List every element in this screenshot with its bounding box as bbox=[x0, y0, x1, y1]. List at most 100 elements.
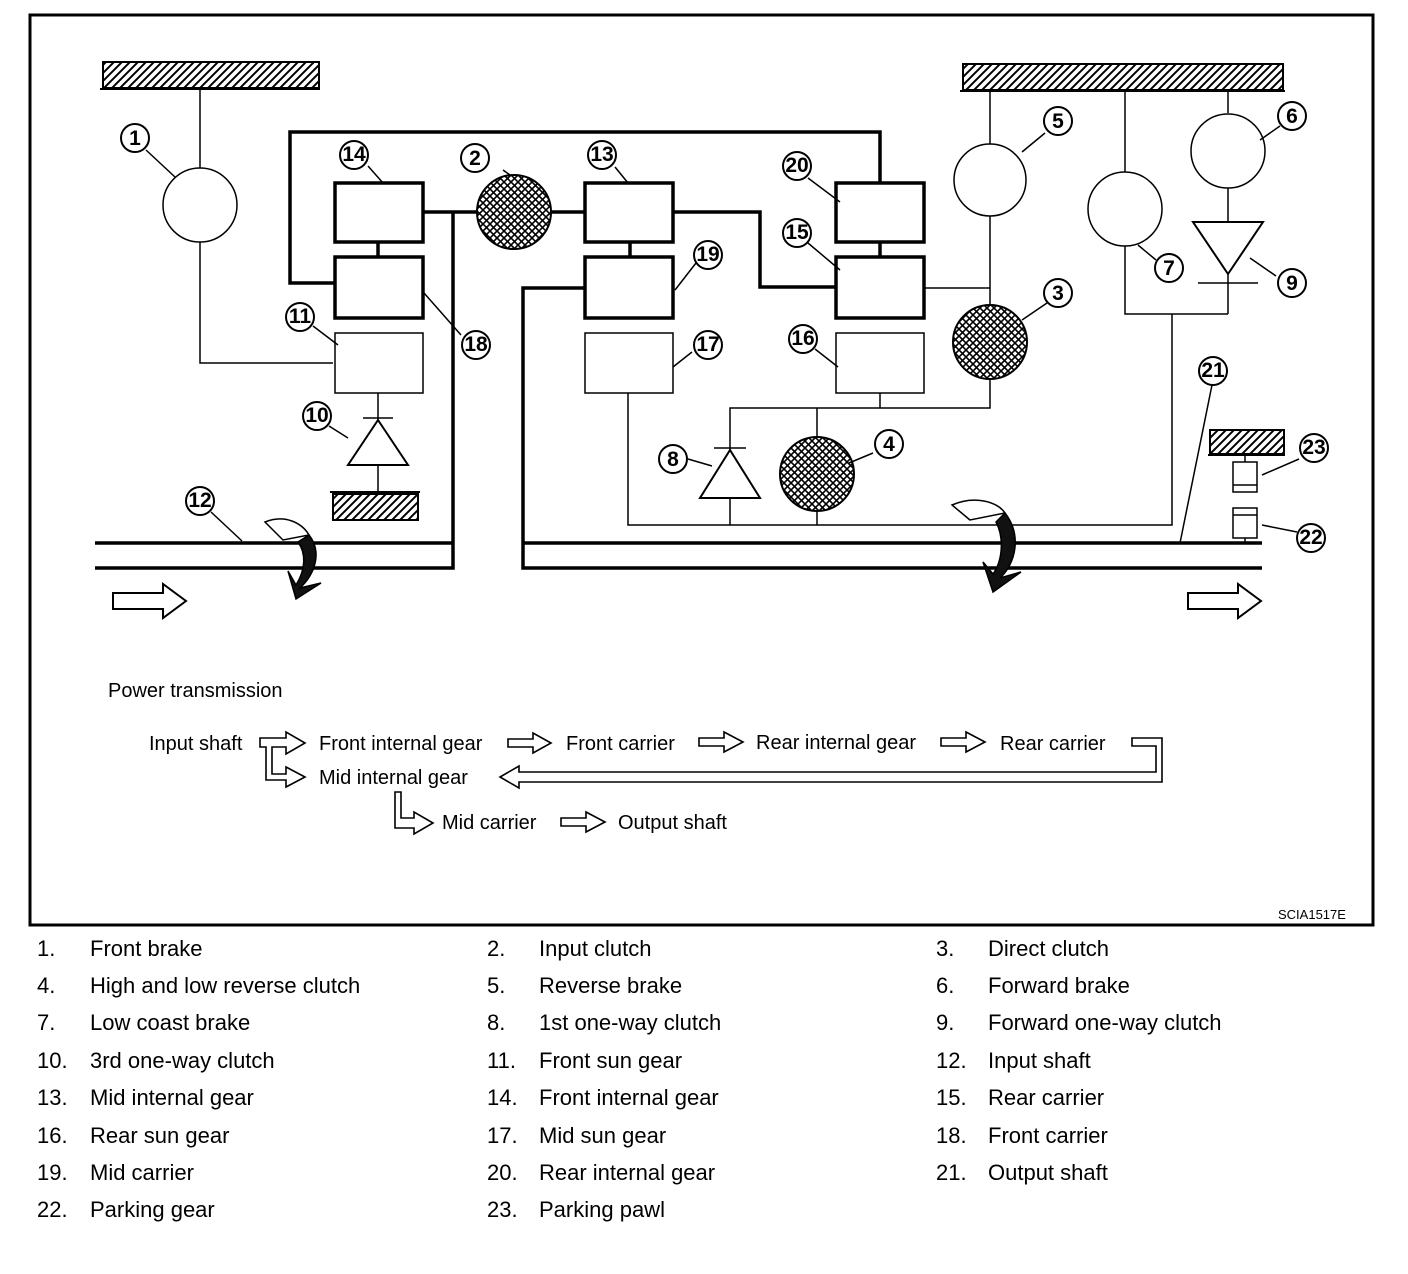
legend-number: 5. bbox=[487, 973, 506, 998]
rotation-arrow-output bbox=[950, 499, 1022, 594]
callout-number: 22 bbox=[1299, 526, 1322, 549]
forward-brake bbox=[1190, 113, 1266, 189]
output-shaft-lead bbox=[1179, 384, 1213, 544]
mid-sun-gear bbox=[584, 332, 674, 394]
legend-number: 14. bbox=[487, 1085, 518, 1110]
output-direction-arrow bbox=[1187, 582, 1263, 620]
callout-number: 9 bbox=[1286, 272, 1298, 295]
legend-label: Rear carrier bbox=[988, 1085, 1105, 1110]
parking-pawl bbox=[1232, 461, 1258, 493]
callout-number: 20 bbox=[785, 154, 808, 177]
flow-step-rear-internal-gear: Rear internal gear bbox=[756, 732, 916, 754]
input-clutch bbox=[476, 174, 552, 250]
callout-8: 8 bbox=[658, 444, 688, 474]
callout-15: 15 bbox=[782, 218, 812, 248]
front-brake bbox=[162, 167, 238, 243]
callout-number: 5 bbox=[1052, 110, 1064, 133]
legend-number: 22. bbox=[37, 1197, 68, 1222]
mid-internal-gear bbox=[583, 181, 675, 244]
legend-label: Output shaft bbox=[988, 1160, 1108, 1185]
callout-4: 4 bbox=[874, 429, 904, 459]
callout-number: 6 bbox=[1286, 105, 1298, 128]
callout-3: 3 bbox=[1043, 278, 1073, 308]
front-internal-gear bbox=[333, 181, 425, 244]
legend-number: 11. bbox=[487, 1048, 516, 1073]
callout-number: 17 bbox=[696, 333, 719, 356]
legend-label: Parking pawl bbox=[539, 1197, 665, 1222]
legend-number: 12. bbox=[936, 1048, 967, 1073]
legend-number: 7. bbox=[37, 1010, 56, 1035]
legend-number: 21. bbox=[936, 1160, 967, 1185]
legend-label: Front internal gear bbox=[539, 1085, 719, 1110]
callout-number: 13 bbox=[590, 143, 613, 166]
callout-16: 16 bbox=[788, 324, 818, 354]
legend-label: Rear internal gear bbox=[539, 1160, 716, 1185]
callout-19: 19 bbox=[693, 240, 723, 270]
callout-number: 4 bbox=[883, 433, 895, 456]
callout-number: 23 bbox=[1302, 436, 1325, 459]
callout-number: 1 bbox=[129, 127, 141, 150]
legend-number: 17. bbox=[487, 1123, 518, 1148]
transmission-diagram: 1 2 3 4 5 6 7 8 9 10 11 12 13 14 15 16 1… bbox=[28, 13, 1375, 927]
legend-number: 20. bbox=[487, 1160, 518, 1185]
legend-number: 15. bbox=[936, 1085, 967, 1110]
callout-1: 1 bbox=[120, 123, 150, 153]
parking-gear bbox=[1232, 507, 1258, 539]
legend-label: 3rd one-way clutch bbox=[90, 1048, 275, 1073]
callout-9: 9 bbox=[1277, 268, 1307, 298]
callout-21: 21 bbox=[1198, 356, 1228, 386]
callout-20: 20 bbox=[782, 151, 812, 181]
legend-number: 10. bbox=[37, 1048, 68, 1073]
legend-number: 18. bbox=[936, 1123, 967, 1148]
legend-label: Front brake bbox=[90, 936, 203, 961]
legend-label: Reverse brake bbox=[539, 973, 683, 998]
callout-number: 2 bbox=[469, 147, 481, 170]
callout-6: 6 bbox=[1277, 101, 1307, 131]
callout-22: 22 bbox=[1296, 523, 1326, 553]
legend-label: Direct clutch bbox=[988, 936, 1110, 961]
flow-step-mid-carrier: Mid carrier bbox=[442, 812, 537, 834]
flow-step-output-shaft: Output shaft bbox=[618, 812, 727, 834]
legend-label: Low coast brake bbox=[90, 1010, 251, 1035]
rotation-arrow-input bbox=[263, 518, 322, 601]
callout-number: 14 bbox=[342, 143, 366, 166]
callout-number: 8 bbox=[667, 448, 679, 471]
flow-step-rear-carrier: Rear carrier bbox=[1000, 733, 1106, 755]
legend-number: 3. bbox=[936, 936, 955, 961]
callout-number: 11 bbox=[289, 305, 312, 328]
callout-23: 23 bbox=[1299, 433, 1329, 463]
rear-internal-gear bbox=[834, 181, 926, 244]
legend-label: High and low reverse clutch bbox=[90, 973, 361, 998]
mid-carrier bbox=[583, 255, 675, 320]
legend-number: 2. bbox=[487, 936, 506, 961]
legend-label: Front carrier bbox=[988, 1123, 1108, 1148]
reverse-brake bbox=[953, 143, 1027, 217]
callout-number: 10 bbox=[305, 404, 328, 427]
callout-14: 14 bbox=[339, 140, 369, 170]
input-direction-arrow bbox=[112, 582, 188, 620]
callout-18: 18 bbox=[461, 330, 491, 360]
legend-label: Input clutch bbox=[539, 936, 652, 961]
rear-sun-gear bbox=[835, 332, 925, 394]
callout-number: 21 bbox=[1201, 359, 1225, 382]
callout-13: 13 bbox=[587, 140, 617, 170]
legend-label: Front sun gear bbox=[539, 1048, 683, 1073]
legend-number: 4. bbox=[37, 973, 56, 998]
direct-clutch bbox=[952, 304, 1028, 380]
legend-label: Parking gear bbox=[90, 1197, 215, 1222]
legend-number: 13. bbox=[37, 1085, 68, 1110]
callout-number: 19 bbox=[696, 243, 719, 266]
ground-hatch bbox=[100, 61, 1285, 521]
callout-10: 10 bbox=[302, 401, 332, 431]
rear-carrier bbox=[834, 255, 926, 320]
shaft-lines bbox=[95, 130, 1262, 570]
callout-12: 12 bbox=[185, 486, 215, 516]
power-transmission-title: Power transmission bbox=[108, 680, 283, 702]
legend-number: 1. bbox=[37, 936, 56, 961]
legend-label: Rear sun gear bbox=[90, 1123, 230, 1148]
high-low-reverse-clutch bbox=[779, 436, 855, 512]
callout-number: 7 bbox=[1163, 257, 1175, 280]
front-sun-gear bbox=[334, 332, 424, 394]
diagram-frame bbox=[28, 13, 1375, 927]
legend-number: 19. bbox=[37, 1160, 68, 1185]
